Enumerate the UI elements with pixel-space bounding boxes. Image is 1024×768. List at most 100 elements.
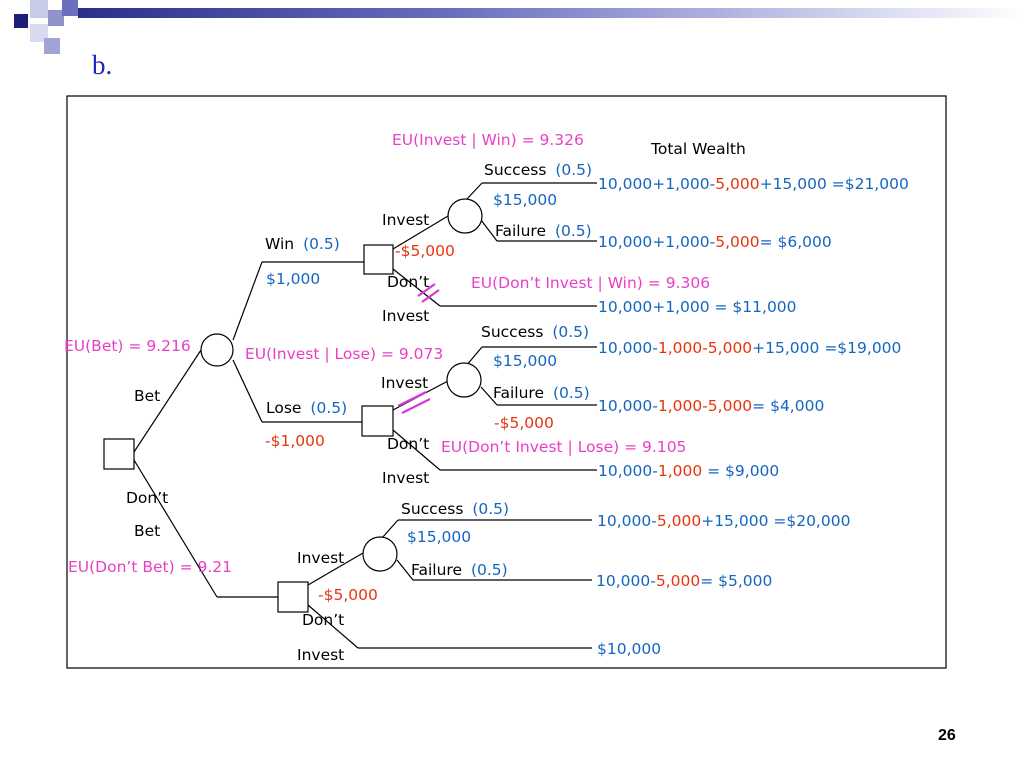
wealth-segment: = $9,000 xyxy=(702,462,779,480)
wealth-segment: 10,000- xyxy=(598,462,658,480)
branch-lose-failure xyxy=(480,386,498,406)
outcome-win-no-invest: 10,000+1,000 = $11,000 xyxy=(598,298,797,316)
lose-invest-label: Invest xyxy=(381,374,428,392)
nobet-failure-label: Failure xyxy=(411,561,462,579)
branch-lose-success xyxy=(465,346,483,367)
wealth-segment: = $4,000 xyxy=(752,397,824,415)
wealth-segment: +15,000 =$21,000 xyxy=(760,175,909,193)
eu-invest-win-label: EU(Invest | Win) = 9.326 xyxy=(392,131,584,149)
corner-square-pale xyxy=(30,24,48,42)
branch-lose-dont-invest xyxy=(392,429,441,471)
corner-square-light xyxy=(30,0,48,18)
win-amount: $1,000 xyxy=(266,270,320,288)
decision-node-lose xyxy=(361,405,394,437)
corner-square-navy xyxy=(14,14,28,28)
chance-node-win-invest xyxy=(447,198,483,234)
nobet-failure-branch-label: Failure (0.5) xyxy=(411,561,508,579)
diagram-frame xyxy=(66,95,947,669)
wealth-segment: +15,000 =$19,000 xyxy=(752,339,901,357)
branch-win-invest xyxy=(392,215,449,250)
nobet-failure-prob: (0.5) xyxy=(471,561,508,579)
wealth-segment: $10,000 xyxy=(597,640,661,658)
nobet-dont-invest-label-2: Invest xyxy=(297,646,344,664)
lose-branch-label: Lose (0.5) xyxy=(266,399,347,417)
eu-invest-lose-label: EU(Invest | Lose) = 9.073 xyxy=(245,345,443,363)
win-dont-invest-label-1: Don’t xyxy=(387,273,429,291)
wealth-segment: 5,000 xyxy=(657,512,701,530)
wealth-segment: 10,000- xyxy=(598,397,658,415)
lose-dont-invest-label-2: Invest xyxy=(382,469,429,487)
win-success-branch-label: Success (0.5) xyxy=(484,161,592,179)
wealth-segment: 5,000 xyxy=(656,572,700,590)
outcome-win-failure: 10,000+1,000-5,000= $6,000 xyxy=(598,233,832,251)
wealth-segment: 10,000- xyxy=(596,572,656,590)
wealth-segment: 1,000-5,000 xyxy=(658,339,752,357)
branch-bet xyxy=(133,349,202,453)
win-success-label: Success xyxy=(484,161,546,179)
nobet-success-prob: (0.5) xyxy=(472,500,509,518)
pruned-mark-lose-invest xyxy=(397,391,431,414)
branch-win-dont-invest xyxy=(392,268,441,307)
dont-bet-label-2: Bet xyxy=(134,522,160,540)
corner-square-blue xyxy=(62,0,78,16)
wealth-segment: 10,000- xyxy=(597,512,657,530)
chance-node-bet xyxy=(200,333,234,367)
wealth-segment: = $6,000 xyxy=(760,233,832,251)
title-rule xyxy=(78,8,1024,18)
outcome-nobet-no-invest: $10,000 xyxy=(597,640,661,658)
wealth-segment: 1,000-5,000 xyxy=(658,397,752,415)
pruned-mark-win-dont-invest xyxy=(417,283,440,303)
branch-nobet-invest xyxy=(307,552,364,586)
win-label: Win xyxy=(265,235,294,253)
win-success-prob: (0.5) xyxy=(555,161,592,179)
win-prob: (0.5) xyxy=(303,235,340,253)
eu-bet-label: EU(Bet) = 9.216 xyxy=(64,337,191,355)
lose-amount: -$1,000 xyxy=(265,432,325,450)
chance-node-lose-invest xyxy=(446,362,482,398)
eu-dont-invest-win-label: EU(Don’t Invest | Win) = 9.306 xyxy=(471,274,710,292)
nobet-success-gain: $15,000 xyxy=(407,528,471,546)
lose-dont-invest-label-1: Don’t xyxy=(387,435,429,453)
total-wealth-header: Total Wealth xyxy=(650,140,746,158)
win-failure-prob: (0.5) xyxy=(555,222,592,240)
branch-nobet-dont-invest xyxy=(307,604,359,649)
page-number: 26 xyxy=(938,727,956,744)
wealth-segment: = $5,000 xyxy=(700,572,772,590)
wealth-segment: +15,000 =$20,000 xyxy=(701,512,850,530)
win-failure-branch-label: Failure (0.5) xyxy=(495,222,592,240)
lose-success-branch-label: Success (0.5) xyxy=(481,323,589,341)
lose-prob: (0.5) xyxy=(310,399,347,417)
decision-node-root xyxy=(103,438,135,470)
eu-dont-bet-label: EU(Don’t Bet) = 9.21 xyxy=(68,558,232,576)
branch-win xyxy=(232,261,263,341)
outcome-win-success: 10,000+1,000-5,000+15,000 =$21,000 xyxy=(598,175,909,193)
branch-win-failure xyxy=(480,219,498,242)
decision-node-win xyxy=(363,244,394,275)
wealth-segment: 10,000+1,000 = $11,000 xyxy=(598,298,797,316)
branch-nobet-failure xyxy=(396,559,414,581)
wealth-segment: 10,000+1,000- xyxy=(598,175,715,193)
win-dont-invest-label-2: Invest xyxy=(382,307,429,325)
lose-failure-prob: (0.5) xyxy=(553,384,590,402)
nobet-invest-cost: -$5,000 xyxy=(318,586,378,604)
slide-title: b. xyxy=(92,50,113,80)
wealth-segment: 5,000 xyxy=(715,175,759,193)
nobet-invest-label: Invest xyxy=(297,549,344,567)
win-success-gain: $15,000 xyxy=(493,191,557,209)
wealth-segment: 5,000 xyxy=(715,233,759,251)
nobet-success-branch-label: Success (0.5) xyxy=(401,500,509,518)
eu-dont-invest-lose-label: EU(Don’t Invest | Lose) = 9.105 xyxy=(441,438,686,456)
branch-lose xyxy=(232,359,263,423)
dont-bet-label-1: Don’t xyxy=(126,489,168,507)
lose-success-prob: (0.5) xyxy=(552,323,589,341)
lose-failure-label: Failure xyxy=(493,384,544,402)
branch-win-success xyxy=(465,182,483,201)
lose-success-label: Success xyxy=(481,323,543,341)
lose-failure-branch-label: Failure (0.5) xyxy=(493,384,590,402)
nobet-success-label: Success xyxy=(401,500,463,518)
lose-success-gain: $15,000 xyxy=(493,352,557,370)
branch-nobet-success xyxy=(381,519,399,539)
win-failure-label: Failure xyxy=(495,222,546,240)
bet-label: Bet xyxy=(134,387,160,405)
